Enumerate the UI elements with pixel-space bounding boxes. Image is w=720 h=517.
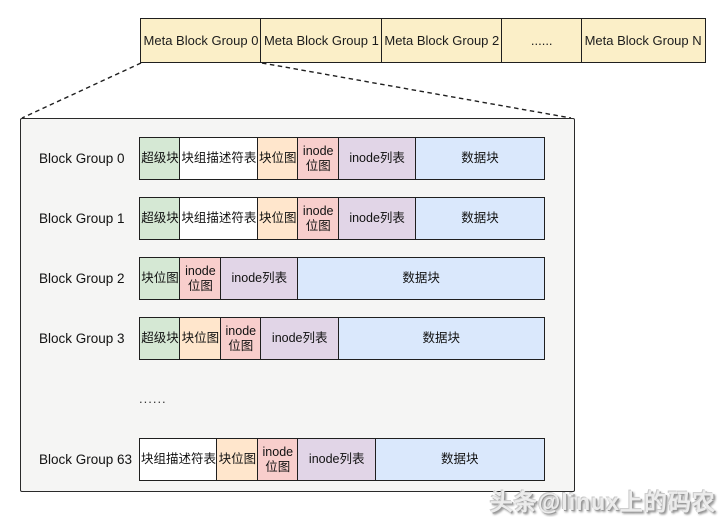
segment-superblock: 超级块 xyxy=(139,137,181,180)
segment-group-descriptor-table: 块组描述符表 xyxy=(139,438,218,481)
segment-label: 超级块 xyxy=(141,331,179,346)
segment-inode-table: inode列表 xyxy=(260,317,340,360)
watermark-text: 头条@linux上的码农 xyxy=(489,489,716,515)
segment-label: 块位图 xyxy=(259,211,297,226)
meta-block-group-cell: Meta Block Group 2 xyxy=(380,18,503,63)
segment-block-bitmap: 块位图 xyxy=(256,137,299,180)
block-group-label: Block Group 2 xyxy=(39,271,125,286)
segment-inode-bitmap: inode 位图 xyxy=(219,317,262,360)
segment-label: 数据块 xyxy=(461,151,499,166)
segment-label: inode 位图 xyxy=(225,324,257,353)
segment-inode-table: inode列表 xyxy=(297,438,377,481)
meta-block-group-cell: Meta Block Group 0 xyxy=(140,18,262,63)
segment-label: 数据块 xyxy=(422,331,461,346)
dashed-line-right xyxy=(261,62,572,119)
segment-inode-table: inode列表 xyxy=(219,257,299,300)
segment-data-blocks: 数据块 xyxy=(297,257,545,300)
segment-superblock: 超级块 xyxy=(139,317,181,360)
block-group-label: Block Group 3 xyxy=(39,331,125,346)
segment-label: inode 位图 xyxy=(302,204,334,233)
segment-label: inode列表 xyxy=(231,271,288,286)
segment-label: inode 位图 xyxy=(262,445,294,474)
segment-label: 块位图 xyxy=(259,151,297,166)
meta-block-group-cell: Meta Block Group N xyxy=(580,18,706,63)
segment-label: inode 位图 xyxy=(302,144,334,173)
segment-superblock: 超级块 xyxy=(139,197,181,240)
segment-label: 数据块 xyxy=(402,271,440,286)
segment-data-blocks: 数据块 xyxy=(374,438,545,481)
segment-block-bitmap: 块位图 xyxy=(179,317,222,360)
block-group-row: Block Group 1 超级块块组描述符表块位图 inode 位图 inode列表… xyxy=(21,197,574,240)
segment-inode-table: inode列表 xyxy=(337,197,417,240)
block-group-row: Block Group 0 超级块块组描述符表块位图 inode 位图 inode列表… xyxy=(21,137,574,180)
segment-label: 块组描述符表 xyxy=(140,452,216,467)
block-group-row: Block Group 3 超级块块位图 inode 位图 inode列表 数据块 xyxy=(21,317,574,360)
segment-label: 块组描述符表 xyxy=(181,211,257,226)
block-group-row: Block Group 63 块组描述符表块位图 inode 位图 inode列表 数据… xyxy=(21,438,574,481)
segment-label: inode 位图 xyxy=(185,264,216,293)
segment-block-bitmap: 块位图 xyxy=(216,438,259,481)
block-group-label: Block Group 1 xyxy=(39,211,125,226)
block-group-strips: 超级块块组描述符表块位图 inode 位图 inode列表 数据块 xyxy=(139,197,545,240)
segment-group-descriptor-table: 块组描述符表 xyxy=(179,197,259,240)
segment-inode-table: inode列表 xyxy=(337,137,417,180)
segment-inode-bitmap: inode 位图 xyxy=(297,197,340,240)
segment-block-bitmap: 块位图 xyxy=(139,257,181,300)
segment-label: 超级块 xyxy=(141,151,179,166)
segment-label: 块组描述符表 xyxy=(181,151,257,166)
block-group-strips: 超级块块组描述符表块位图 inode 位图 inode列表 数据块 xyxy=(139,137,545,180)
segment-label: inode列表 xyxy=(308,452,365,467)
meta-block-group-cell: ...... xyxy=(501,18,583,63)
block-group-label: Block Group 0 xyxy=(39,151,125,166)
segment-label: inode列表 xyxy=(349,151,405,166)
segment-block-bitmap: 块位图 xyxy=(256,197,299,240)
dashed-line-left xyxy=(21,62,142,119)
block-group-label: Block Group 63 xyxy=(39,452,133,467)
segment-data-blocks: 数据块 xyxy=(415,197,545,240)
segment-data-blocks: 数据块 xyxy=(415,137,545,180)
segment-group-descriptor-table: 块组描述符表 xyxy=(179,137,259,180)
ellipsis-row: ...... xyxy=(139,391,167,406)
segment-label: 数据块 xyxy=(441,452,479,467)
segment-inode-bitmap: inode 位图 xyxy=(256,438,299,481)
segment-label: 块位图 xyxy=(141,271,179,286)
block-group-row: Block Group 2 块位图 inode 位图 inode列表 数据块 xyxy=(21,257,574,300)
segment-label: inode列表 xyxy=(349,211,405,226)
segment-label: 数据块 xyxy=(461,211,499,226)
segment-inode-bitmap: inode 位图 xyxy=(179,257,222,300)
segment-label: 超级块 xyxy=(141,211,179,226)
segment-label: inode列表 xyxy=(271,331,328,346)
block-group-strips: 块位图 inode 位图 inode列表 数据块 xyxy=(139,257,545,300)
block-group-strips: 超级块块位图 inode 位图 inode列表 数据块 xyxy=(139,317,545,360)
block-group-strips: 块组描述符表块位图 inode 位图 inode列表 数据块 xyxy=(139,438,545,481)
segment-label: 块位图 xyxy=(218,452,257,467)
segment-data-blocks: 数据块 xyxy=(337,317,545,360)
segment-inode-bitmap: inode 位图 xyxy=(297,137,340,180)
segment-label: 块位图 xyxy=(181,331,220,346)
meta-block-group-cell: Meta Block Group 1 xyxy=(260,18,383,63)
